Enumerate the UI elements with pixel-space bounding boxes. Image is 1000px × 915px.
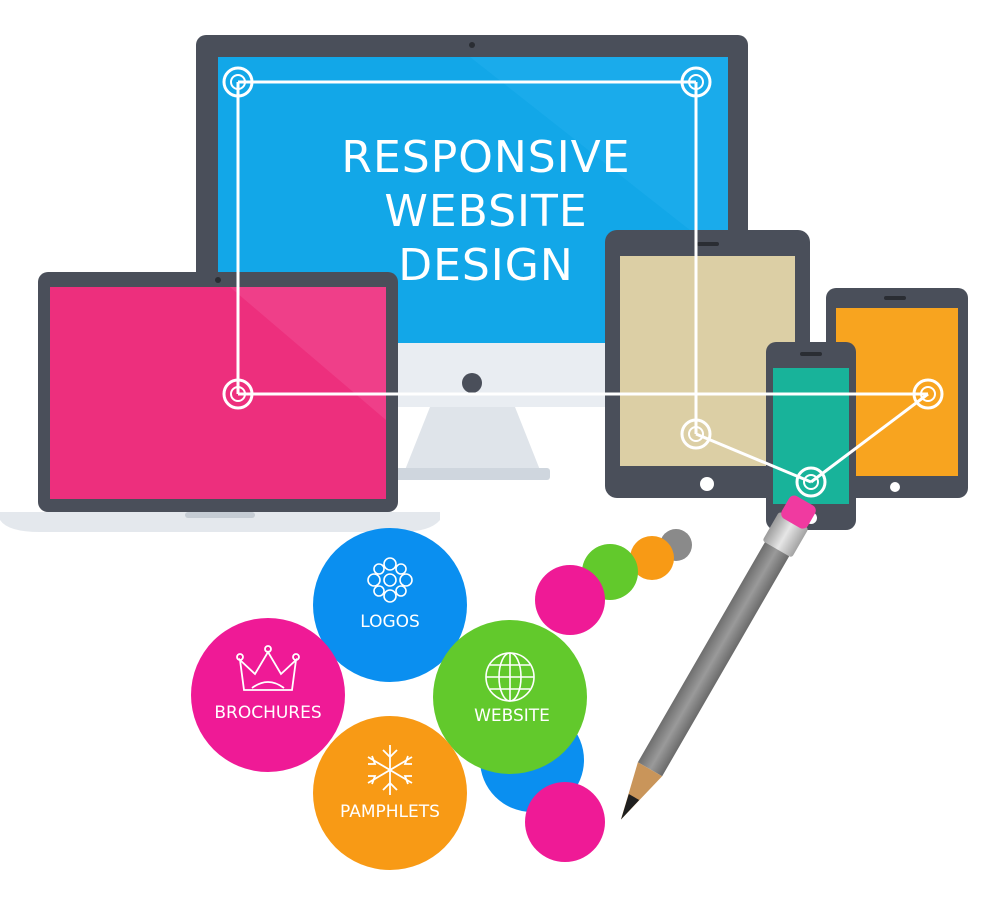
node-tablet	[680, 418, 712, 450]
website-label: WEBSITE	[474, 706, 550, 726]
brochures-label: BROCHURES	[214, 703, 321, 723]
node-top-left	[222, 66, 254, 98]
dot-pink	[535, 565, 605, 635]
phone-screen	[773, 368, 849, 504]
pencil-lead	[621, 793, 640, 820]
pamphlets-label: PAMPHLETS	[340, 802, 440, 822]
monitor-camera	[469, 42, 475, 48]
node-laptop	[222, 378, 254, 410]
node-phone	[795, 466, 827, 498]
brochures-bubble: BROCHURES	[191, 618, 345, 772]
logos-circle	[313, 528, 467, 682]
crown-icon	[236, 645, 300, 691]
laptop-camera	[215, 277, 221, 283]
pamphlets-bubble: PAMPHLETS	[313, 716, 467, 870]
pencil-eraser	[781, 495, 816, 529]
small-tablet-home-button	[890, 482, 900, 492]
monitor-stand	[405, 407, 540, 470]
wireframe-lines	[236, 80, 929, 484]
tablet-large	[605, 230, 810, 498]
tablet-screen	[620, 256, 795, 466]
node-small-tablet	[912, 378, 944, 410]
dot-pink-bottom	[525, 782, 605, 862]
monitor-logo-button	[462, 373, 482, 393]
pencil-wood-tip	[621, 762, 663, 820]
wire-to-phone	[695, 432, 812, 484]
headline-line-3: DESIGN	[398, 240, 574, 291]
node-top-right	[680, 66, 712, 98]
headline-line-1: RESPONSIVE	[341, 132, 630, 183]
smartphone	[766, 342, 856, 530]
tablet-speaker	[697, 242, 719, 246]
dot-orange	[630, 536, 674, 580]
phone-speaker	[800, 352, 822, 356]
laptop-screen-glare	[230, 287, 386, 420]
monitor-screen-glare	[470, 57, 728, 260]
logos-label: LOGOS	[360, 612, 420, 632]
headline-line-2: WEBSITE	[384, 186, 587, 237]
tablet-home-button	[700, 477, 714, 491]
snowflake-icon	[367, 745, 413, 795]
globe-icon	[485, 652, 535, 702]
flower-ornament-icon	[367, 557, 413, 603]
pencil-body	[637, 537, 793, 777]
small-tablet-speaker	[884, 296, 906, 300]
wire-phone-to-tablet	[810, 392, 929, 484]
laptop-base	[0, 512, 440, 532]
logos-bubble: LOGOS	[313, 528, 467, 682]
laptop-trackpad-notch	[185, 512, 255, 518]
laptop	[0, 272, 440, 532]
wireframe-nodes	[222, 66, 944, 498]
monitor-stand-base	[395, 468, 550, 480]
website-bubble: WEBSITE	[433, 620, 587, 774]
brochures-circle	[191, 618, 345, 772]
pencil	[621, 495, 816, 820]
